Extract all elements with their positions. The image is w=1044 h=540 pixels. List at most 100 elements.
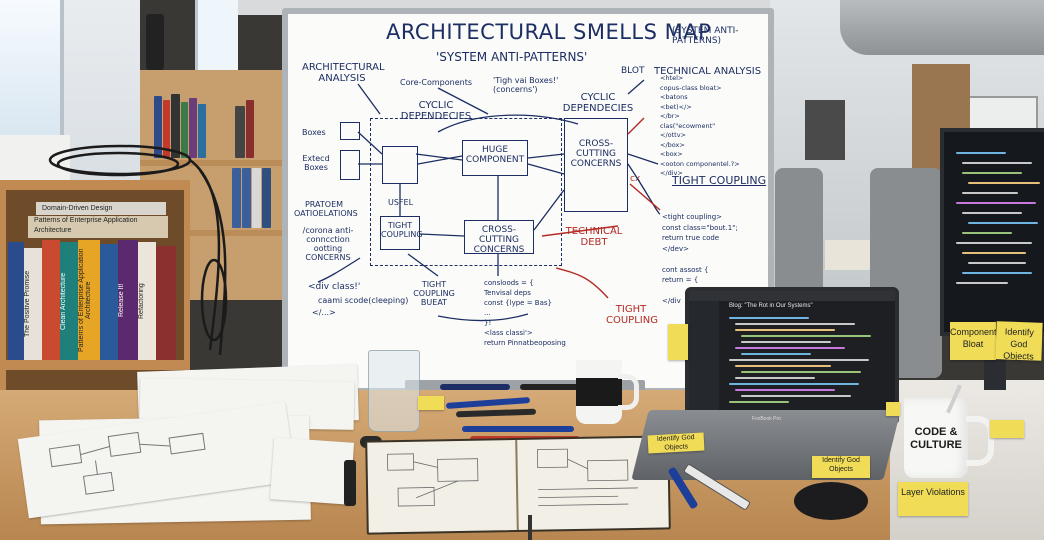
- binder: [262, 168, 271, 228]
- code-snippet-mid-right: <tight coupling> const class="bout.1"; r…: [662, 212, 738, 307]
- marker[interactable]: [462, 426, 574, 432]
- code-line: const {lype = Bas}: [484, 299, 552, 307]
- computer-mouse[interactable]: [794, 482, 868, 520]
- water-glass: [368, 350, 420, 432]
- sticky-note-laptop-right: Identify God Objects: [812, 456, 870, 478]
- mug-handle: [966, 416, 994, 466]
- shelf-board: [140, 230, 290, 236]
- whiteboard-marker[interactable]: [440, 384, 510, 390]
- diagram-boundary: [370, 118, 562, 266]
- code-line: consloods = {: [484, 279, 534, 287]
- code-line: [735, 347, 845, 349]
- shelf-board: [140, 160, 290, 166]
- sticky-note-blank: [418, 396, 444, 410]
- label-div-close: </...>: [312, 308, 336, 317]
- speaker: [146, 14, 164, 70]
- binder: [252, 168, 261, 228]
- mug-handle: [618, 374, 639, 410]
- code-line: [735, 377, 815, 379]
- sticky-component-bloat: Component Bloat: [950, 322, 997, 360]
- sticky-note-blank: [990, 420, 1024, 438]
- corner-note: (SYSTEM ANTI-PATTERNS): [672, 26, 739, 46]
- code-line: cont assost {: [662, 265, 709, 274]
- binder: [232, 168, 241, 228]
- code-line: </br>: [660, 112, 680, 120]
- sticky-layer-violations: Layer Violations: [898, 482, 968, 516]
- laptop-screen[interactable]: Blog: "The Rot in Our Systems": [685, 287, 899, 425]
- code-line: <lass classi'>: [484, 329, 533, 337]
- code-line: <tight coupling>: [662, 213, 723, 221]
- code-line: }!: [484, 319, 492, 327]
- code-line: [962, 272, 1032, 274]
- diagram-component-box: [382, 146, 418, 184]
- code-line: [735, 365, 831, 367]
- monitor[interactable]: [940, 128, 1044, 336]
- code-line: Tenvisal deps: [484, 289, 531, 297]
- sticky-identify-god-objects: Identify God Objects: [995, 321, 1043, 362]
- note-paper: [269, 437, 355, 505]
- background-desk: [825, 240, 870, 270]
- code-line: [962, 192, 1018, 194]
- sticky-note-blank: [886, 402, 900, 416]
- label-boxes: Boxes: [302, 128, 326, 137]
- box-huge-component: HUGE COMPONENT: [462, 140, 528, 176]
- code-line: </box>: [660, 140, 685, 149]
- code-line: [956, 202, 1036, 204]
- book: [198, 104, 206, 158]
- cable-coil: [48, 144, 228, 356]
- binder: [242, 168, 251, 228]
- coffee-mug-white: CODE & CULTURE: [904, 398, 968, 478]
- background-monitor: [805, 100, 845, 160]
- code-line: [962, 252, 1026, 254]
- label-tight-coupling-bueat: TIGHT COUPLING BUEAT: [413, 280, 455, 307]
- label-technical-analysis: TECHNICAL ANALYSIS: [654, 66, 762, 77]
- code-line: [735, 389, 835, 391]
- code-line: [741, 353, 811, 355]
- window: [0, 0, 64, 140]
- marker-vertical[interactable]: [344, 460, 356, 506]
- book-domain-driven-design: Domain-Driven Design: [36, 202, 166, 215]
- code-line: [729, 401, 789, 403]
- label-cx: cx: [630, 174, 641, 184]
- book: [235, 106, 245, 158]
- label-cyclic-dependencies-left: CYCLIC DEPENDECIES: [400, 100, 472, 122]
- code-line: </div: [662, 297, 681, 305]
- air-duct: [840, 0, 1044, 55]
- code-line: [729, 359, 869, 361]
- code-line: [968, 182, 1040, 184]
- code-line: [735, 329, 835, 331]
- mug-band: [576, 378, 622, 406]
- laptop-brand: FoxBook Pro: [752, 416, 781, 422]
- label-tight-boxes: 'Tigh vai Boxes!' (concerns'): [493, 76, 559, 94]
- code-line: <batons: [660, 93, 688, 101]
- label-extend-boxes: Extecd Boxes: [302, 154, 330, 172]
- box-cross-cutting-concerns-bottom: CROSS-CUTTING CONCERNS: [464, 220, 534, 255]
- code-line: [956, 152, 1006, 154]
- whiteboard-marker[interactable]: [520, 384, 580, 390]
- code-line: [962, 232, 1012, 234]
- book: [171, 94, 180, 158]
- label-architectural-analysis: ARCHITECTURAL ANALYSIS: [302, 62, 385, 84]
- sketch-drawing: [48, 431, 206, 495]
- code-line: copus-class bloat>: [660, 83, 722, 92]
- label-cami-code: caami scode(cleeping): [318, 296, 409, 305]
- book: [154, 96, 162, 158]
- code-line: clas("ecowment": [660, 121, 716, 130]
- book-enterprise-patterns: Patterns of Enterprise Application Archi…: [28, 216, 168, 238]
- code-line: return = {: [662, 276, 699, 284]
- book: [189, 98, 197, 158]
- label-technical-debt: TECHNICAL DEBT: [565, 226, 623, 248]
- box-tight-coupling: TIGHT COUPLING: [380, 216, 423, 250]
- code-line: [741, 341, 831, 343]
- code-line: [956, 242, 1032, 244]
- code-line: <bet)</>: [660, 102, 692, 111]
- code-line: [729, 317, 809, 319]
- code-line: [962, 212, 1022, 214]
- code-line: </dev>: [662, 244, 689, 253]
- code-line: [956, 282, 1008, 284]
- code-snippet-top-right: <htel> copus-class bloat> <batons <bet)<…: [660, 74, 740, 179]
- code-line: [735, 323, 855, 325]
- window-small: [195, 0, 238, 70]
- code-line: const class="bout.1";: [662, 223, 738, 232]
- label-pratoem: PRATOEM OATIOELATIONS: [294, 200, 358, 218]
